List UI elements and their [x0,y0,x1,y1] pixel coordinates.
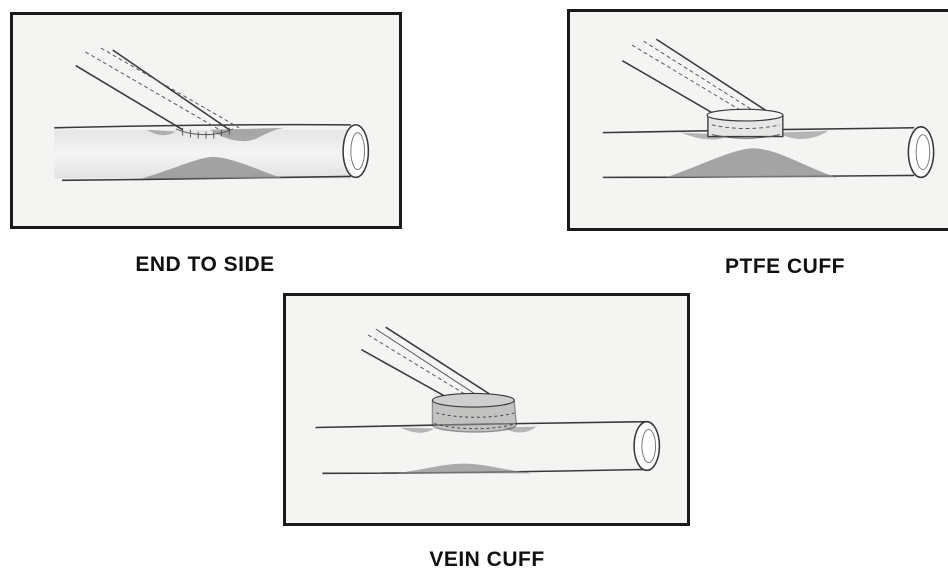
caption-vein-cuff: VEIN CUFF [337,548,637,572]
figure-panel-ptfe-cuff [567,9,948,231]
bypass-graft [622,39,773,117]
plaque-shading [395,427,536,474]
ptfe-cuff-illustration [570,12,948,228]
plaque-shading [666,131,836,178]
caption-end-to-side: END TO SIDE [60,253,350,277]
end-to-side-illustration [13,15,399,226]
bypass-graft [76,48,239,130]
bypass-graft [361,327,497,401]
figure-panel-vein-cuff [283,293,690,526]
figure-panel-end-to-side [10,12,402,229]
caption-ptfe-cuff: PTFE CUFF [640,255,930,279]
ptfe-cuff [707,109,783,138]
vein-cuff [432,393,516,431]
vein-cuff-illustration [286,296,687,523]
